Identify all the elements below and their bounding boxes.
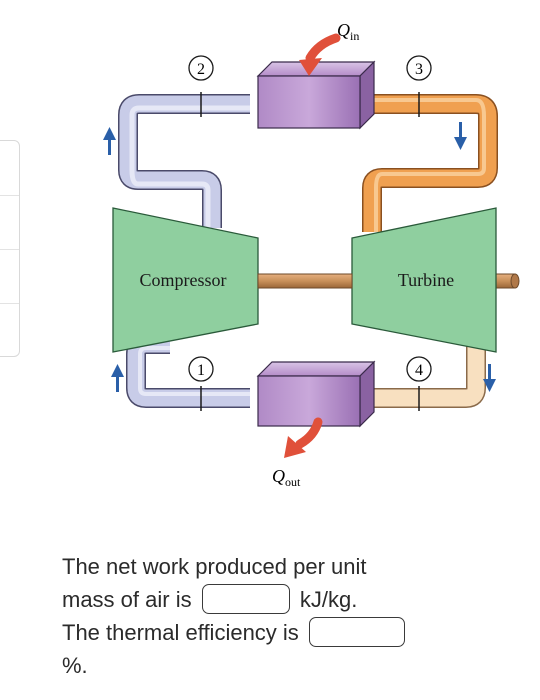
question-line-2: mass of air is kJ/kg.: [62, 583, 522, 616]
efficiency-answer-input[interactable]: [308, 617, 405, 648]
state-4-marker: 4: [406, 356, 432, 382]
panel-divider: [0, 249, 19, 250]
state-1-marker: 1: [188, 356, 214, 382]
state-2-marker: 2: [188, 55, 214, 81]
heat-out-arrow-icon: [284, 417, 323, 458]
turbine: [351, 207, 497, 353]
net-work-answer-input[interactable]: [201, 584, 290, 615]
flow-arrow-up-icon: [103, 127, 116, 155]
state-1-label: 1: [197, 362, 205, 379]
net-work-unit: kJ/kg.: [299, 587, 358, 612]
state-3-marker: 3: [406, 55, 432, 81]
net-work-prompt: mass of air is: [62, 587, 192, 612]
efficiency-unit: %.: [62, 653, 88, 679]
question-line-3: The thermal efficiency is: [62, 616, 522, 649]
state-4-label: 4: [415, 362, 423, 379]
flow-arrow-down-icon: [483, 364, 496, 392]
flow-arrow-up-icon: [111, 364, 124, 392]
question-line-1: The net work produced per unit: [62, 554, 367, 579]
heat-exchanger-bottom: [256, 360, 376, 428]
panel-divider: [0, 303, 19, 304]
flow-arrow-down-icon: [454, 122, 467, 150]
shaft-end: [510, 273, 520, 289]
state-3-label: 3: [415, 61, 423, 78]
heat-in-label: Qin: [337, 20, 359, 43]
efficiency-prompt: The thermal efficiency is: [62, 620, 299, 646]
compressor: [112, 207, 259, 353]
side-panel-edge: [0, 140, 20, 357]
question-text: The net work produced per unit mass of a…: [62, 550, 522, 682]
turbine-label: Turbine: [398, 270, 454, 290]
heat-in-arrow-icon: [299, 33, 341, 76]
panel-divider: [0, 195, 19, 196]
heat-exchanger-top: [256, 60, 376, 130]
compressor-label: Compressor: [140, 270, 227, 290]
gas-turbine-cycle-diagram: Compressor Turbine 2 3 1 4: [103, 20, 520, 489]
state-2-label: 2: [197, 61, 205, 78]
pipe-compressor-to-heater: [118, 94, 250, 228]
heat-out-label: Qout: [272, 466, 301, 489]
